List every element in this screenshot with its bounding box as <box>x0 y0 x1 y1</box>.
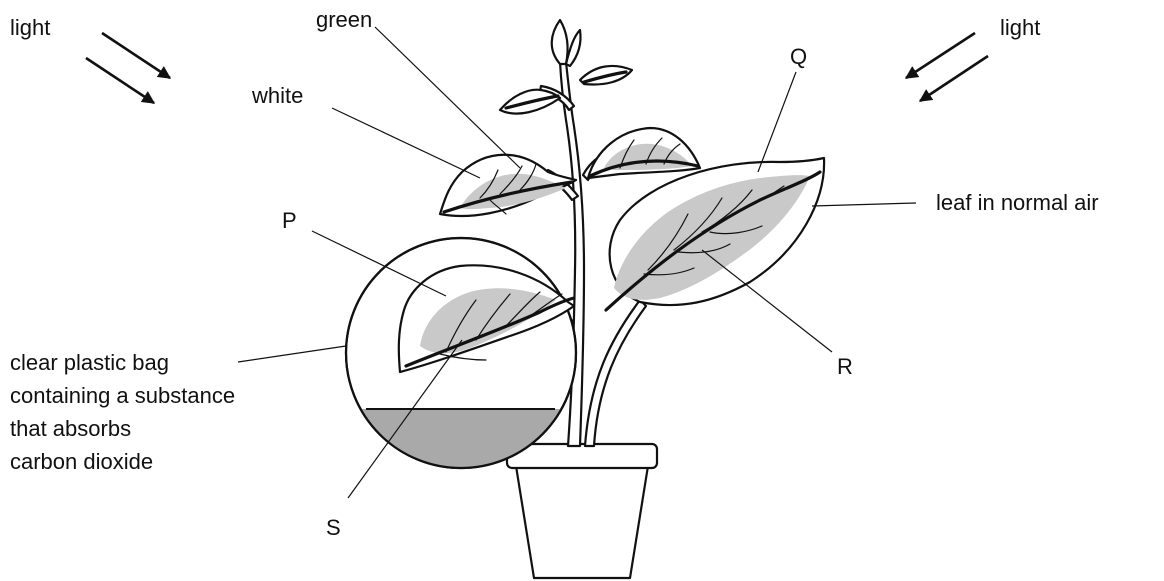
flower-pot <box>507 444 657 578</box>
label-leaf-in-normal-air: leaf in normal air <box>936 190 1099 215</box>
light-arrows-left <box>86 33 170 103</box>
light-arrows-right <box>906 33 988 101</box>
label-bag-line-1: clear plastic bag <box>10 350 169 375</box>
label-green: green <box>316 7 372 32</box>
label-q: Q <box>790 44 807 69</box>
variegated-leaf-left <box>440 155 576 216</box>
label-bag-line-2: containing a substance <box>10 383 235 408</box>
label-white: white <box>251 83 303 108</box>
top-bud <box>552 20 581 66</box>
light-arrow-left-1 <box>102 33 170 78</box>
variegated-leaf-right <box>588 128 700 178</box>
leaf-in-normal-air <box>606 158 824 310</box>
label-light-right: light <box>1000 15 1040 40</box>
leader-plastic-bag <box>238 346 346 362</box>
leader-white <box>332 108 480 178</box>
leader-q <box>758 72 796 172</box>
label-bag-line-4: carbon dioxide <box>10 449 153 474</box>
leader-green <box>375 27 520 168</box>
label-r: R <box>837 354 853 379</box>
upper-leaf-right <box>580 66 632 85</box>
leader-leaf-normal-air <box>812 203 916 206</box>
light-arrow-left-2 <box>86 58 154 103</box>
upper-leaf-left <box>500 90 560 114</box>
label-p: P <box>282 208 297 233</box>
label-s: S <box>326 515 341 540</box>
label-light-left: light <box>10 15 50 40</box>
label-bag-line-3: that absorbs <box>10 416 131 441</box>
